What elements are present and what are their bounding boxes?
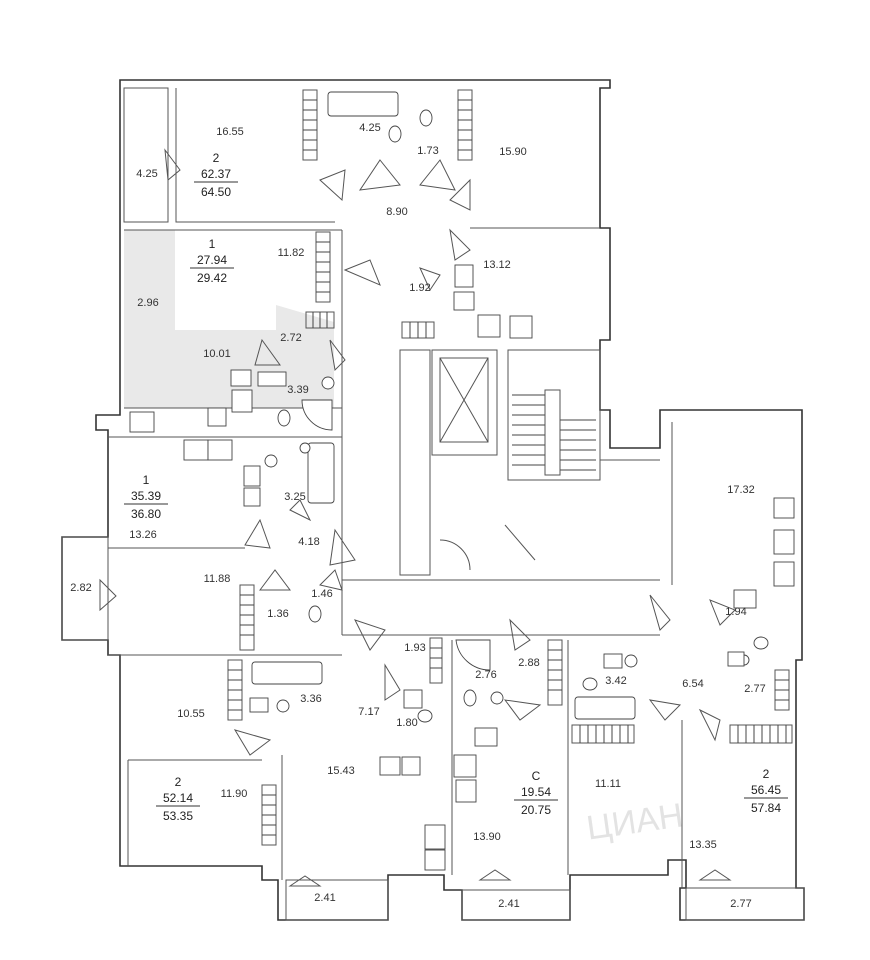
room-area-label: 2.96 bbox=[137, 297, 158, 309]
radiators bbox=[227, 89, 793, 846]
room-area-label: 4.18 bbox=[298, 536, 319, 548]
room-area-label: 7.17 bbox=[358, 706, 379, 718]
apartment-total: 64.50 bbox=[201, 185, 231, 199]
apartment-total: 57.84 bbox=[751, 801, 781, 815]
room-area-label: 10.55 bbox=[177, 708, 205, 720]
room-area-label: 2.41 bbox=[314, 892, 335, 904]
room-area-label: 2.72 bbox=[280, 332, 301, 344]
room-area-label: 1.92 bbox=[409, 282, 430, 294]
room-area-label: 4.25 bbox=[359, 122, 380, 134]
room-area-label: 8.90 bbox=[386, 206, 407, 218]
apartment-label: 1 27.94 29.42 bbox=[190, 237, 234, 285]
room-area-label: 3.25 bbox=[284, 491, 305, 503]
apartment-rooms: 2 bbox=[213, 151, 220, 165]
apartment-living: 56.45 bbox=[751, 783, 781, 797]
room-area-label: 11.82 bbox=[278, 247, 305, 259]
room-area-label: 13.26 bbox=[129, 529, 157, 541]
apartment-living: 27.94 bbox=[197, 253, 227, 267]
room-area-label: 2.76 bbox=[475, 669, 496, 681]
room-labels: 16.55 4.25 4.25 1.73 15.90 8.90 11.82 13.12 1.92… bbox=[70, 122, 765, 910]
room-area-label: 17.32 bbox=[727, 484, 755, 496]
apartment-label: 2 56.45 57.84 bbox=[744, 767, 788, 815]
apartment-living: 52.14 bbox=[163, 791, 193, 805]
room-area-label: 11.90 bbox=[221, 788, 248, 800]
apartment-total: 36.80 bbox=[131, 507, 161, 521]
room-area-label: 2.77 bbox=[744, 683, 765, 695]
apartment-label: 1 35.39 36.80 bbox=[124, 473, 168, 521]
apartment-label: 2 62.37 64.50 bbox=[194, 151, 238, 199]
room-area-label: 2.41 bbox=[498, 898, 519, 910]
apartment-label: 2 52.14 53.35 bbox=[156, 775, 200, 823]
room-area-label: 15.90 bbox=[499, 146, 527, 158]
room-area-label: 3.42 bbox=[605, 675, 626, 687]
apartment-total: 29.42 bbox=[197, 271, 227, 285]
room-area-label: 4.25 bbox=[136, 168, 157, 180]
balconies bbox=[61, 536, 805, 921]
room-area-label: 3.39 bbox=[287, 384, 308, 396]
room-area-label: 10.01 bbox=[203, 348, 231, 360]
apartment-rooms: 2 bbox=[763, 767, 770, 781]
room-area-label: 1.73 bbox=[417, 145, 438, 157]
apartment-rooms: 1 bbox=[143, 473, 150, 487]
stair-core bbox=[399, 349, 601, 576]
door-swings bbox=[99, 148, 736, 887]
room-area-label: 1.36 bbox=[267, 608, 288, 620]
apartment-total: 53.35 bbox=[163, 809, 193, 823]
apartment-label: С 19.54 20.75 bbox=[514, 769, 558, 817]
room-area-label: 11.88 bbox=[204, 573, 231, 585]
apartment-rooms: 1 bbox=[209, 237, 216, 251]
apartment-living: 62.37 bbox=[201, 167, 231, 181]
toilet-sink-fixtures bbox=[129, 109, 795, 871]
room-area-label: 15.43 bbox=[327, 765, 355, 777]
room-area-label: 2.77 bbox=[730, 898, 751, 910]
watermark: ЦИАН bbox=[584, 796, 685, 847]
apartment-rooms: 2 bbox=[175, 775, 182, 789]
highlighted-apartment bbox=[124, 230, 334, 408]
apartment-total: 20.75 bbox=[521, 803, 551, 817]
bathtub-fixtures bbox=[251, 91, 636, 720]
room-area-label: 13.90 bbox=[473, 831, 501, 843]
apartment-labels: 2 62.37 64.50 1 27.94 29.42 1 35.39 36.80С 19.54 2… bbox=[124, 151, 788, 823]
apartment-rooms: С bbox=[532, 769, 541, 783]
room-area-label: 1.93 bbox=[404, 642, 425, 654]
room-area-label: 1.80 bbox=[396, 717, 417, 729]
room-area-label: 16.55 bbox=[216, 126, 244, 138]
room-area-label: 1.46 bbox=[311, 588, 332, 600]
room-area-label: 6.54 bbox=[682, 678, 703, 690]
room-area-label: 2.82 bbox=[70, 582, 91, 594]
room-area-label: 1.94 bbox=[725, 606, 746, 618]
room-area-label: 2.88 bbox=[518, 657, 539, 669]
room-area-label: 3.36 bbox=[300, 693, 321, 705]
room-area-label: 13.35 bbox=[689, 839, 717, 851]
room-area-label: 11.11 bbox=[595, 778, 621, 790]
apartment-living: 35.39 bbox=[131, 489, 161, 503]
apartment-living: 19.54 bbox=[521, 785, 551, 799]
room-area-label: 13.12 bbox=[483, 259, 511, 271]
